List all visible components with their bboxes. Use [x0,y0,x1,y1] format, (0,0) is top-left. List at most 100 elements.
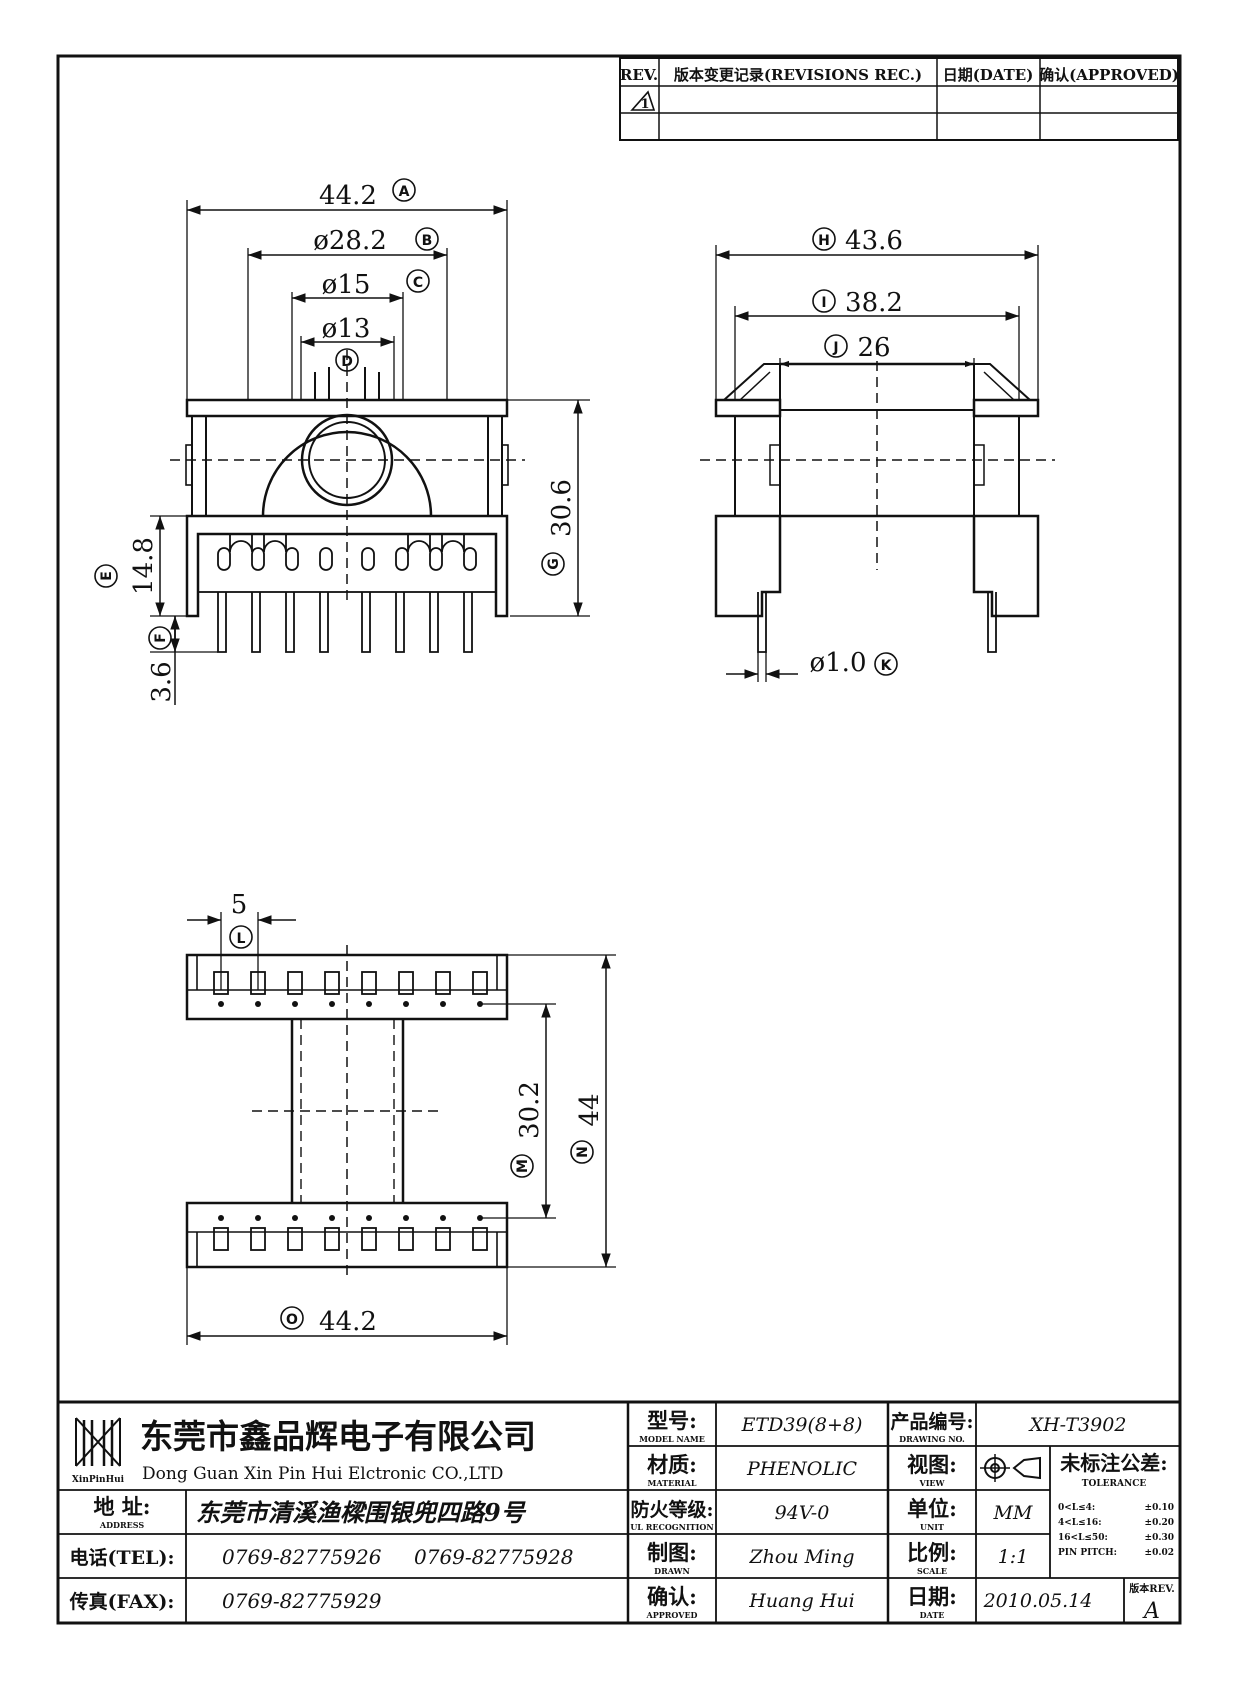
dim-a-label: A [399,184,410,200]
unit-label: 单位: [907,1496,957,1521]
fax-value: 0769-82775929 [222,1589,382,1613]
dim-m-label: M [515,1159,531,1173]
dim-g-marker: G [541,552,565,576]
dim-b-value: ø28.2 [313,226,387,256]
tolerance-value: ±0.02 [1145,1548,1174,1558]
dim-k-value: ø1.0 [809,648,866,678]
dim-m-value: 30.2 [515,1081,545,1139]
view-label: 视图: [907,1452,957,1477]
approved-label: 确认: [647,1584,697,1609]
dim-h-label: H [818,233,830,249]
revision-table: REV. 版本变更记录(REVISIONS REC.) 日期(DATE) 确认(… [619,57,1179,141]
drawn-label-en: DRAWN [654,1566,690,1576]
rev-header: REV. [620,66,658,84]
revision-number: 1 [640,97,649,112]
dim-n-label: N [575,1146,591,1158]
dim-j-value: 26 [857,333,890,363]
dim-c-marker: C [406,269,430,293]
dim-n-value: 44 [575,1093,605,1126]
approved-value: Huang Hui [748,1590,854,1612]
projection-symbol-icon [980,1454,1041,1482]
material-value: PHENOLIC [746,1458,858,1480]
company-name-en: Dong Guan Xin Pin Hui Elctronic CO.,LTD [142,1464,503,1484]
front-view: 44.2 A ø28.2 B ø15 C ø13 D [94,178,590,705]
dim-i-value: 38.2 [845,288,903,318]
dim-d-marker: D [335,348,359,372]
tolerance-label-en: TOLERANCE [1082,1479,1147,1489]
fire-rating-label: 防火等级: [630,1498,713,1521]
dim-i-label: I [821,295,826,311]
dim-h-value: 43.6 [845,226,903,256]
dim-d-label: D [341,354,353,370]
fax-label: 传真(FAX): [69,1590,175,1613]
sheet-border [56,54,1182,1625]
bottom-view: 5 L 30.2 M 44 N O 44.2 [185,890,616,1345]
dim-g-value: 30.6 [547,479,577,537]
tolerance-list: 0<L≤4: ±0.10 4<L≤16: ±0.20 16<L≤50: ±0.3… [1058,1503,1174,1558]
tolerance-range: 0<L≤4: [1058,1503,1095,1513]
tel-value-1: 0769-82775926 [222,1545,382,1569]
dim-c-value: ø15 [322,270,371,300]
title-block: XinPinHui 东莞市鑫品辉电子有限公司 Dong Guan Xin Pin… [58,1400,1180,1624]
dim-a-marker: A [392,178,416,202]
bottom-bottom-pin-row [213,1215,488,1251]
drawing-no-label-en: DRAWING NO. [899,1434,965,1444]
dim-o-label: O [286,1312,298,1328]
model-label: 型号: [647,1408,697,1433]
address-value: 东莞市清溪渔樑围银兜四路9号 [196,1498,527,1527]
view-label-en: VIEW [918,1478,945,1488]
material-label: 材质: [647,1452,697,1477]
date-value: 2010.05.14 [983,1590,1093,1612]
version-label: 版本REV. [1129,1582,1174,1595]
address-label: 地 址: [93,1494,150,1519]
tolerance-value: ±0.10 [1145,1503,1174,1513]
dim-m-marker: M [510,1154,534,1178]
dim-k-label: K [881,658,893,674]
scale-value: 1:1 [998,1546,1029,1568]
dim-i-marker: I [812,289,836,313]
dim-b-marker: B [415,227,439,251]
model-value: ETD39(8+8) [741,1414,863,1436]
dim-j-label: J [832,340,838,356]
company-logo: XinPinHui [72,1417,125,1485]
date-label: 日期: [907,1584,957,1609]
drawn-value: Zhou Ming [748,1546,854,1568]
unit-value: MM [993,1502,1033,1524]
dim-f-value: 3.6 [147,661,177,702]
revisions-header: 版本变更记录(REVISIONS REC.) [674,66,922,84]
dim-g-label: G [546,558,562,570]
drawing-no-label: 产品编号: [890,1410,973,1433]
dim-j-marker: J [824,334,848,358]
address-label-en: ADDRESS [99,1520,144,1530]
approved-header: 确认(APPROVED) [1039,66,1179,84]
date-label-en: DATE [920,1610,945,1620]
scale-label-en: SCALE [917,1566,947,1576]
front-pin-row [217,534,477,653]
drawn-label: 制图: [647,1540,697,1565]
date-header: 日期(DATE) [943,66,1034,84]
drawing-no-value: XH-T3902 [1028,1414,1127,1436]
tolerance-range: 16<L≤50: [1058,1533,1108,1543]
fire-rating-label-en: UL RECOGNITION [630,1522,713,1532]
dim-k-marker: K [874,652,898,676]
tolerance-range: PIN PITCH: [1058,1548,1117,1558]
dim-d-value: ø13 [322,314,371,344]
model-label-en: MODEL NAME [639,1434,705,1444]
tel-label: 电话(TEL): [70,1546,175,1569]
dim-c-label: C [413,275,423,291]
tolerance-value: ±0.20 [1145,1518,1174,1528]
tolerance-range: 4<L≤16: [1058,1518,1102,1528]
dim-f-marker: F [148,626,172,650]
dim-l-label: L [237,931,246,947]
fire-rating-value: 94V-0 [775,1502,830,1524]
tolerance-value: ±0.30 [1145,1533,1174,1543]
dim-e-marker: E [94,564,118,588]
dim-o-value: 44.2 [319,1307,377,1337]
dim-e-value: 14.8 [129,537,159,595]
scale-label: 比例: [907,1540,957,1565]
unit-label-en: UNIT [920,1522,944,1532]
side-view: H 43.6 I 38.2 J 26 ø1.0 K [700,226,1055,682]
dim-n-marker: N [570,1140,594,1164]
dim-e-label: E [99,571,115,581]
dim-l-marker: L [229,925,253,949]
